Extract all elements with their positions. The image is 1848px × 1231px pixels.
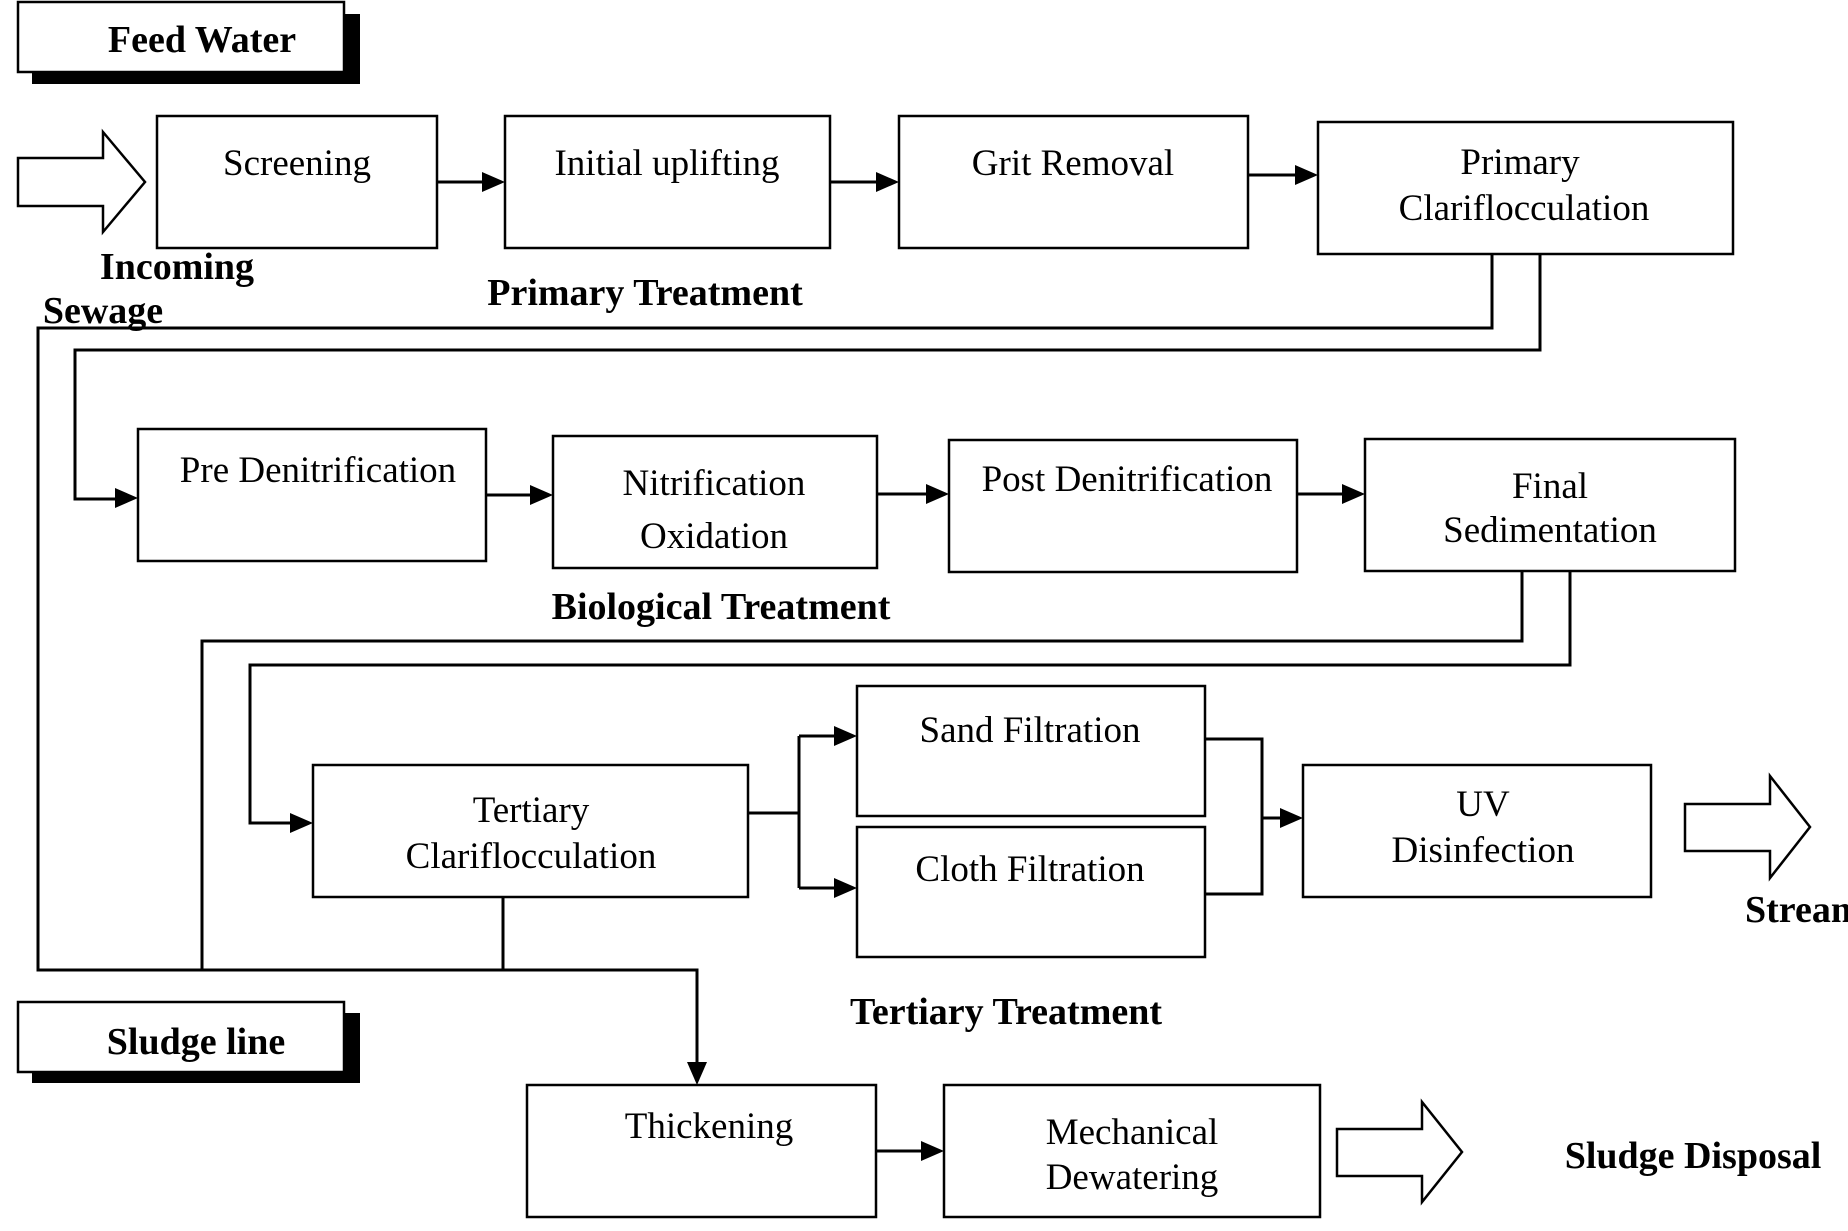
primary-treatment-label: Primary Treatment [487, 272, 803, 314]
tertiary-clarifloc-label-1: Tertiary [473, 790, 590, 831]
final-sed-label-1: Final [1512, 466, 1588, 507]
biological-row-arrows [486, 484, 1365, 505]
pre-denitrification-label: Pre Denitrification [180, 450, 456, 491]
pre-denitrification-box: Pre Denitrification [136, 427, 488, 563]
uv-label-2: Disinfection [1392, 830, 1575, 871]
stream-arrow-icon [1683, 772, 1812, 882]
thickening-label: Thickening [625, 1106, 794, 1147]
sludge-line-header: Sludge line [16, 1000, 360, 1083]
thickening-arrowhead [687, 1062, 707, 1085]
uv-label-1: UV [1456, 784, 1510, 825]
tertiary-arrowhead [290, 813, 313, 833]
mech-dewatering-label-2: Dewatering [1046, 1157, 1219, 1198]
mech-dewatering-label-1: Mechanical [1046, 1112, 1219, 1153]
cloth-filtration-label: Cloth Filtration [915, 849, 1144, 890]
sand-filtration-label: Sand Filtration [920, 710, 1141, 751]
tertiary-clarifloc-label-2: Clariflocculation [406, 836, 657, 877]
sand-filtration-box: Sand Filtration [855, 684, 1207, 818]
mechanical-dewatering-box: Mechanical Dewatering [942, 1083, 1322, 1219]
cloth-filtration-box: Cloth Filtration [855, 825, 1207, 959]
primary-clariflocculation-box: Primary Clariflocculation [1316, 120, 1735, 256]
nitrification-box: Nitrification Oxidation [551, 434, 879, 570]
primary-sludge-line [36, 254, 1494, 972]
sludge-disposal-arrow-icon [1335, 1098, 1464, 1206]
final-sed-to-tertiary-line [248, 571, 1572, 825]
tertiary-sludge-line [501, 897, 699, 1065]
incoming-arrow-icon [16, 128, 147, 236]
tertiary-row-arrows [748, 726, 1303, 898]
primary-clarifloc-label-2: Clariflocculation [1399, 188, 1650, 229]
nitrification-label-2: Oxidation [640, 516, 788, 557]
tertiary-clariflocculation-box: Tertiary Clariflocculation [311, 763, 750, 899]
pre-denit-arrowhead [115, 488, 138, 508]
sludge-line-label: Sludge line [107, 1021, 285, 1063]
initial-uplifting-box: Initial uplifting [503, 114, 832, 250]
thickening-box: Thickening [525, 1083, 878, 1219]
tertiary-treatment-label: Tertiary Treatment [850, 991, 1162, 1033]
uv-disinfection-box: UV Disinfection [1301, 763, 1653, 899]
final-sed-sludge-line [200, 571, 1524, 970]
sewage-label: Sewage [43, 290, 163, 332]
primary-clarifloc-label-1: Primary [1460, 142, 1580, 183]
stream-label: Stream [1745, 889, 1848, 931]
final-sedimentation-box: Final Sedimentation [1363, 437, 1737, 573]
dewatering-arrowhead [921, 1141, 944, 1161]
initial-uplifting-label: Initial uplifting [554, 143, 779, 184]
biological-treatment-label: Biological Treatment [552, 586, 891, 628]
feed-water-label: Feed Water [108, 19, 296, 61]
nitrification-label-1: Nitrification [623, 463, 806, 504]
grit-removal-box: Grit Removal [897, 114, 1250, 250]
grit-removal-label: Grit Removal [972, 143, 1174, 184]
primary-to-biological-line [73, 254, 1542, 501]
primary-row-arrows [437, 165, 1318, 192]
screening-box: Screening [155, 114, 439, 250]
feed-water-header: Feed Water [16, 0, 360, 84]
screening-label: Screening [223, 143, 371, 184]
final-sed-label-2: Sedimentation [1443, 510, 1657, 551]
incoming-label: Incoming [100, 246, 254, 288]
post-denitrification-label: Post Denitrification [982, 459, 1273, 500]
post-denitrification-box: Post Denitrification [947, 438, 1299, 574]
sludge-disposal-label: Sludge Disposal [1565, 1135, 1822, 1177]
